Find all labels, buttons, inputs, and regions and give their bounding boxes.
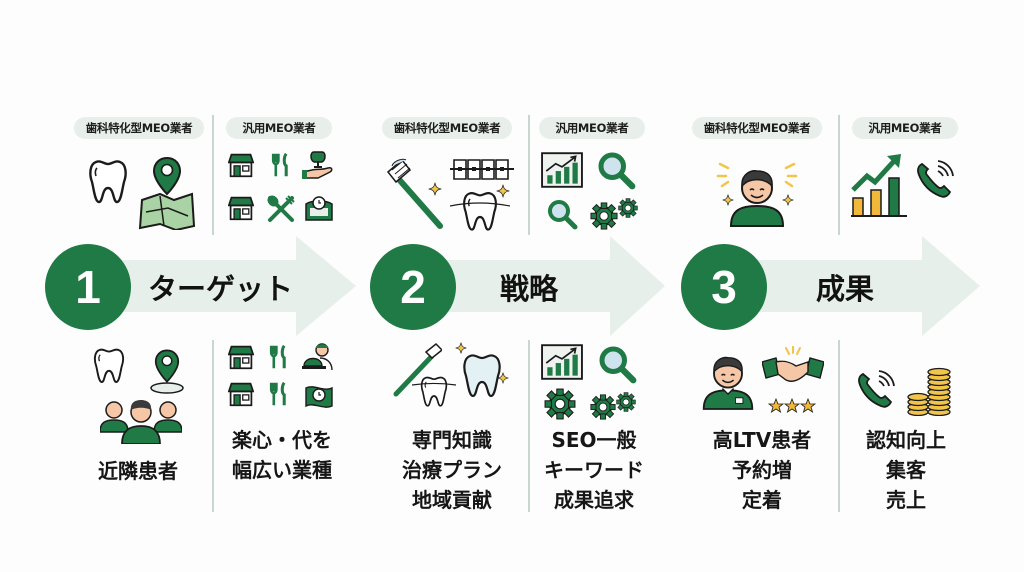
step-number-badge: 2 bbox=[370, 244, 456, 330]
text-line: 集客 bbox=[886, 458, 926, 482]
chef-cloche-icon bbox=[302, 343, 333, 371]
hand-holding-cup-icon bbox=[302, 151, 333, 179]
sparkle-icon bbox=[455, 342, 467, 354]
dental-result-text: 専門知識 治療プラン 地域貢献 bbox=[384, 425, 520, 515]
tooth-icon bbox=[93, 346, 125, 386]
column-divider bbox=[838, 340, 840, 512]
handshake-icon bbox=[762, 346, 824, 382]
sparkle-icon bbox=[428, 182, 442, 196]
text-line: 幅広い業種 bbox=[232, 458, 332, 482]
gear-icon bbox=[544, 388, 576, 420]
spoon-knife-icon bbox=[266, 344, 292, 370]
text-line: 認知向上 bbox=[866, 428, 946, 452]
tooth-floss-icon bbox=[450, 192, 510, 231]
toothbrush-icon bbox=[393, 342, 442, 397]
general-meo-label: 汎用MEO業者 bbox=[852, 117, 958, 139]
step-title: 戦略 bbox=[500, 272, 559, 306]
step-number-badge: 1 bbox=[45, 244, 131, 330]
phone-ringing-icon bbox=[914, 160, 954, 200]
step-title: 成果 bbox=[816, 272, 875, 306]
text-line: 高LTV患者 bbox=[712, 428, 812, 452]
tooth-icon bbox=[88, 158, 128, 206]
phone-ringing-icon bbox=[855, 370, 895, 410]
arrow-band-2 bbox=[410, 236, 665, 336]
shiny-tooth-icon bbox=[462, 352, 502, 400]
shop-icon bbox=[228, 194, 254, 222]
braces-icon bbox=[450, 159, 514, 180]
dental-result-text: 高LTV患者 予約増 定着 bbox=[694, 425, 830, 515]
arrow-band-1 bbox=[86, 236, 356, 336]
magnifier-icon bbox=[546, 198, 578, 230]
dental-meo-label: 歯科特化型MEO業者 bbox=[692, 117, 822, 139]
text-line: 予約増 bbox=[732, 458, 792, 482]
spoon-fork-crossed-icon bbox=[267, 195, 295, 222]
text-line: 専門知識 bbox=[412, 428, 492, 452]
general-result-text: 楽心・代を 幅広い業種 bbox=[220, 425, 344, 485]
storefront-icon bbox=[228, 344, 254, 370]
rising-bar-chart-icon bbox=[851, 154, 907, 217]
column-divider bbox=[212, 340, 214, 512]
tooth-floss-icon bbox=[412, 376, 456, 407]
magnifier-icon bbox=[597, 344, 637, 384]
text-line: 治療プラン bbox=[402, 458, 502, 482]
dental-result-text: 近隣患者 bbox=[78, 456, 198, 486]
gears-icon bbox=[590, 392, 636, 420]
general-result-text: 認知向上 集客 売上 bbox=[844, 425, 968, 515]
clock-bag-icon bbox=[305, 196, 333, 221]
shop-icon bbox=[228, 380, 254, 408]
text-line: 売上 bbox=[886, 488, 926, 512]
smiling-staff-icon bbox=[702, 356, 754, 411]
text-line: 楽心・代を bbox=[232, 428, 332, 452]
text-line: 定着 bbox=[742, 488, 782, 512]
coin-stacks-icon bbox=[907, 367, 951, 416]
general-meo-label: 汎用MEO業者 bbox=[539, 117, 645, 139]
column-divider bbox=[838, 115, 840, 235]
map-pin-on-map-icon bbox=[138, 156, 196, 230]
step-number-badge: 3 bbox=[681, 244, 767, 330]
storefront-icon bbox=[228, 152, 254, 178]
column-divider bbox=[528, 115, 530, 235]
location-pin-icon bbox=[150, 349, 184, 394]
text-line: 成果追求 bbox=[554, 488, 634, 512]
dental-meo-label: 歯科特化型MEO業者 bbox=[382, 117, 512, 139]
text-line: 地域貢献 bbox=[412, 488, 492, 512]
sparkle-icon bbox=[496, 184, 510, 198]
toothbrush-icon bbox=[386, 158, 443, 229]
sparkle-icon bbox=[497, 372, 509, 384]
text-line: SEO一般 bbox=[551, 428, 637, 452]
arrow-band-3 bbox=[722, 236, 980, 336]
happy-person-icon bbox=[716, 162, 798, 228]
clock-flag-icon bbox=[305, 386, 333, 408]
general-meo-label: 汎用MEO業者 bbox=[226, 117, 332, 139]
fork-knife-icon bbox=[268, 152, 294, 178]
magnifier-icon bbox=[596, 150, 636, 190]
three-stars-icon bbox=[768, 398, 816, 413]
step-title: ターゲット bbox=[148, 272, 294, 306]
gears-icon bbox=[590, 198, 638, 230]
growth-chart-icon bbox=[541, 344, 583, 380]
dental-meo-label: 歯科特化型MEO業者 bbox=[74, 117, 204, 139]
patients-group-icon bbox=[100, 400, 182, 444]
general-result-text: SEO一般 キーワード 成果追求 bbox=[532, 425, 656, 515]
fork-knife-icon bbox=[266, 380, 292, 408]
column-divider bbox=[528, 340, 530, 512]
text-line: キーワード bbox=[544, 458, 644, 482]
column-divider bbox=[212, 115, 214, 235]
growth-chart-icon bbox=[541, 152, 583, 188]
text-line: 近隣患者 bbox=[98, 459, 178, 483]
